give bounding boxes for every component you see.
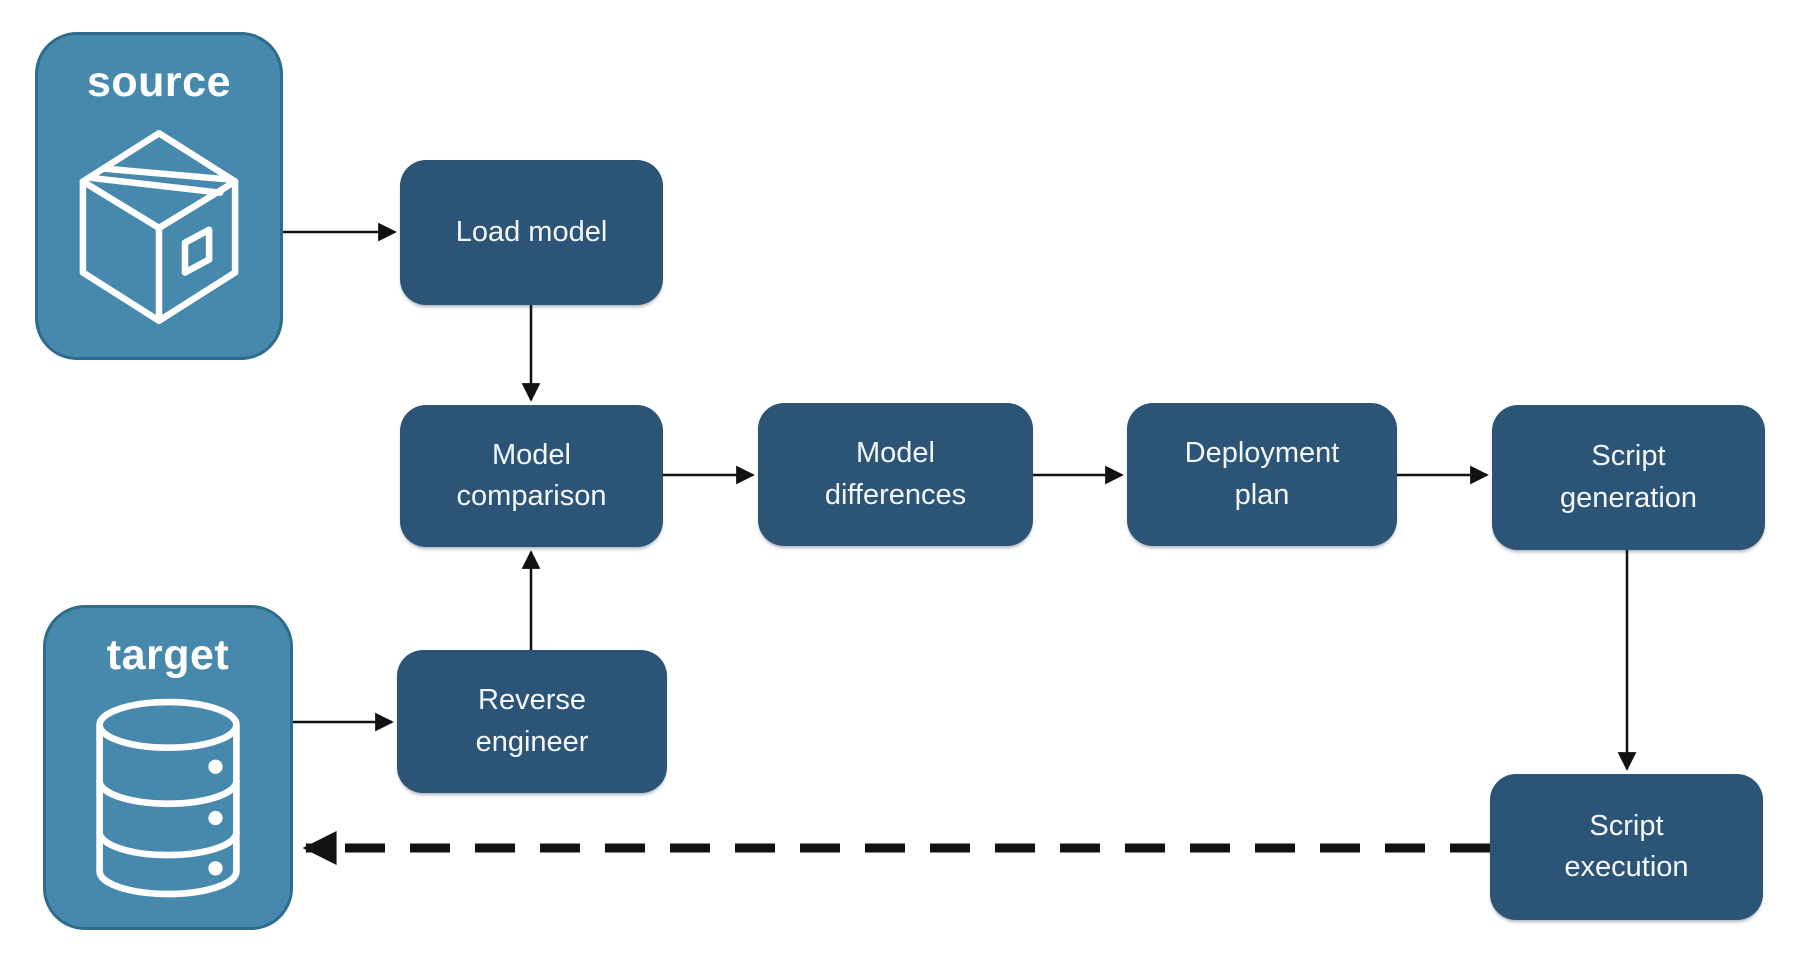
node-load-model: Load model xyxy=(400,160,663,305)
node-script-generation: Script generation xyxy=(1492,405,1765,550)
node-model-comparison: Model comparison xyxy=(400,405,663,547)
node-script-execution-label: Script execution xyxy=(1564,809,1689,883)
container-target: target xyxy=(43,605,293,930)
node-model-differences-label: Model differences xyxy=(824,437,967,511)
node-model-differences: Model differences xyxy=(758,403,1033,546)
node-model-comparison-label: Model comparison xyxy=(456,438,607,512)
source-label: source xyxy=(86,58,231,106)
node-deployment-plan: Deployment plan xyxy=(1127,403,1397,546)
node-script-execution: Script execution xyxy=(1490,774,1763,920)
node-script-generation-label: Script generation xyxy=(1559,440,1698,514)
target-label: target xyxy=(106,631,230,679)
node-load-model-label: Load model xyxy=(455,215,608,248)
node-deployment-plan-label: Deployment plan xyxy=(1184,437,1340,511)
container-source: source xyxy=(35,32,283,360)
package-icon xyxy=(79,130,239,324)
node-reverse-engineer: Reverse engineer xyxy=(397,650,667,793)
node-reverse-engineer-label: Reverse engineer xyxy=(475,684,589,758)
database-icon xyxy=(96,698,240,898)
